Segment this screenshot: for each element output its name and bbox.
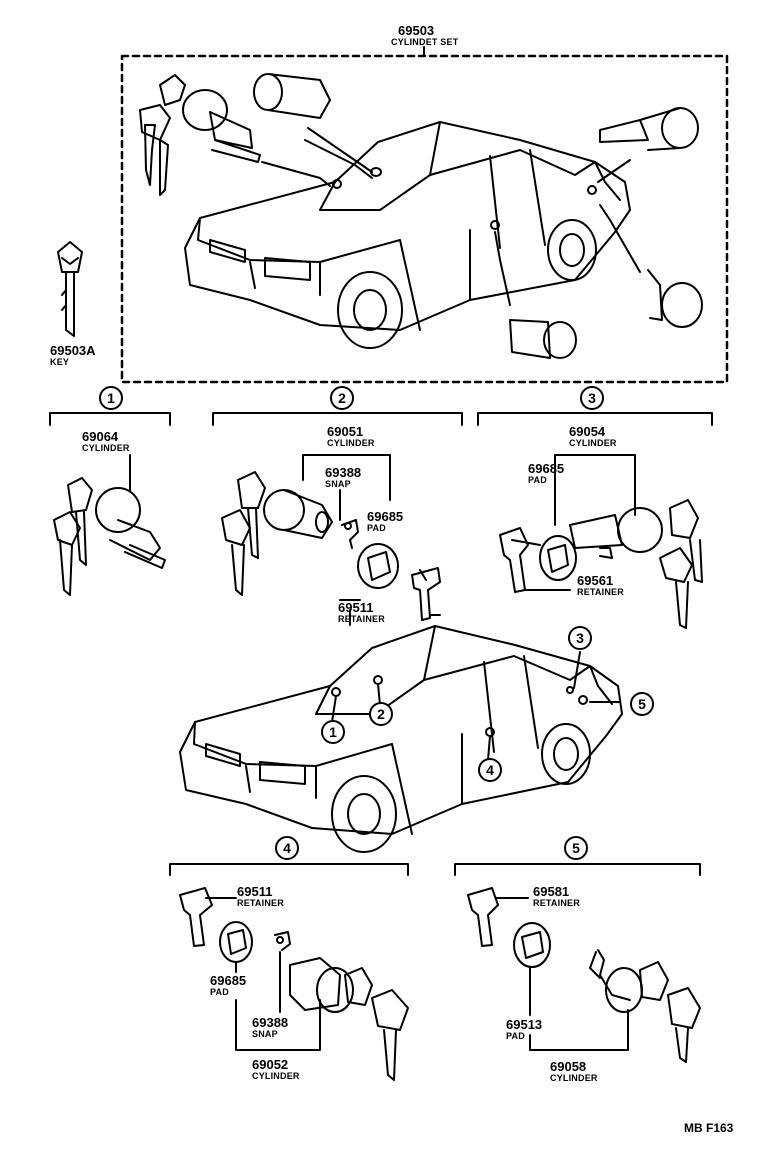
group-1-cylinder-name: CYLINDER [82,443,130,453]
cylinder-set-part-number: 69503 [398,23,435,38]
snap-icon [274,931,291,951]
group-1-bracket [49,412,171,426]
group-5-bracket [454,863,701,876]
figure-code: MB F163 [684,1121,734,1135]
retainer-icon [179,887,213,947]
car-callout-2: 2 [369,702,393,726]
group-5-retainer-name: RETAINER [533,898,580,908]
group-4-pad-part-number: 69685 [210,973,247,988]
group-3-pad-name: PAD [528,475,547,485]
cylinder-set-frame [120,54,729,384]
car-callout-1: 1 [321,720,345,744]
group-4-retainer-part-number: 69511 [237,884,273,899]
group-5-pad-part-number: 69513 [506,1017,543,1032]
group-2-cylinder-name: CYLINDER [327,438,375,448]
group-4-snap-name: SNAP [252,1029,278,1039]
group-1-callout: 1 [99,386,123,410]
group-5-cylinder-part-number: 69058 [550,1059,587,1074]
lock-cylinder-icon [569,507,663,559]
retainer-icon [467,887,499,947]
lock-cylinder-icon [253,73,382,179]
group-2-retainer-name: RETAINER [338,614,385,624]
group-2-snap-name: SNAP [325,479,351,489]
key-icon [659,499,703,629]
group-5-retainer-part-number: 69581 [533,884,570,899]
retainer-icon [411,567,441,621]
group-4-snap-part-number: 69388 [252,1015,289,1030]
car-icon [179,625,623,853]
group-2-pad-name: PAD [367,523,386,533]
snap-icon [341,519,359,549]
car-callout-5: 5 [630,692,654,716]
group-4-cylinder-name: CYLINDER [252,1071,300,1081]
car-callout-4: 4 [478,758,502,782]
lock-cylinder-icon [289,957,354,1013]
lock-cylinder-icon [589,949,643,1013]
car-callout-3: 3 [568,626,592,650]
lock-cylinder-icon [95,487,166,569]
lock-cylinder-icon [599,204,703,328]
lock-cylinder-icon [139,74,261,196]
group-5-cylinder-name: CYLINDER [550,1073,598,1083]
group-4-callout: 4 [275,836,299,860]
key-icon [639,961,701,1063]
group-2-callout: 2 [330,386,354,410]
group-3-bracket [477,412,713,426]
group-2-retainer-part-number: 69511 [338,600,374,615]
lock-cylinder-icon [263,489,333,539]
group-2-pad-part-number: 69685 [367,509,404,524]
retainer-icon [499,527,571,593]
key-icon [344,967,409,1081]
group-1-cylinder-part-number: 69064 [82,429,119,444]
group-3-callout: 3 [580,386,604,410]
group-4-pad-name: PAD [210,987,229,997]
key-icon [53,477,93,596]
lock-cylinder-icon [490,220,577,359]
group-2-cylinder-part-number: 69051 [327,424,364,439]
group-5-callout: 5 [564,836,588,860]
car-icon [184,121,631,349]
group-4-retainer-name: RETAINER [237,898,284,908]
key-name: KEY [50,357,70,367]
group-3-retainer-name: RETAINER [577,587,624,597]
group-2-bracket [212,412,463,426]
pad-icon [539,535,577,581]
group-3-pad-part-number: 69685 [528,461,565,476]
pad-icon [513,922,551,968]
lock-cylinder-icon [587,107,699,195]
cylinder-set-name: CYLINDET SET [391,37,459,47]
group-4-bracket [169,863,409,876]
group-3-cylinder-name: CYLINDER [569,438,617,448]
group-5-pad-name: PAD [506,1031,525,1041]
pad-icon [357,543,399,589]
group-3-cylinder-part-number: 69054 [569,424,606,439]
pad-icon [219,921,253,963]
group-3-retainer-part-number: 69561 [577,573,614,588]
key-icon [221,471,266,596]
group-2-snap-part-number: 69388 [325,465,362,480]
group-4-cylinder-part-number: 69052 [252,1057,289,1072]
key-part-number: 69503A [50,343,96,358]
key-icon [57,241,83,337]
